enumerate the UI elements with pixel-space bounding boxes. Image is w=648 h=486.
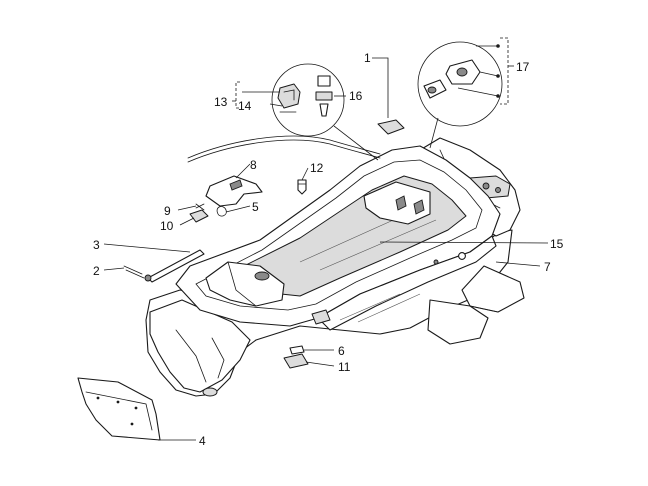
part-12-bolt[interactable] <box>297 179 307 195</box>
callout-11[interactable]: 11 <box>338 360 351 374</box>
drain-hole <box>202 387 218 397</box>
callout-15[interactable]: 15 <box>550 237 564 251</box>
part-5-clip[interactable] <box>216 206 227 217</box>
part-1-plate[interactable] <box>377 119 405 135</box>
part-3-rod[interactable] <box>147 249 205 283</box>
callout-14[interactable]: 14 <box>238 99 252 113</box>
tub-side-wall <box>317 235 497 331</box>
callout-16[interactable]: 16 <box>349 89 363 103</box>
part-9-screw[interactable] <box>195 203 205 211</box>
part-6-latch[interactable] <box>289 345 305 355</box>
leaders <box>103 37 549 441</box>
callout-13[interactable]: 13 <box>214 95 228 109</box>
part-10-nut[interactable] <box>189 209 209 223</box>
part-8-bracket[interactable] <box>205 175 263 207</box>
callout-17[interactable]: 17 <box>516 60 530 74</box>
callout-9[interactable]: 9 <box>164 204 171 218</box>
part-11-pad[interactable] <box>283 353 309 369</box>
callout-labels: 1 2 3 4 5 6 7 8 9 10 11 12 13 14 15 16 1… <box>93 51 564 448</box>
callout-2[interactable]: 2 <box>93 264 100 278</box>
cable <box>187 135 381 159</box>
helmet-compartment[interactable] <box>145 137 525 397</box>
callout-6[interactable]: 6 <box>338 344 345 358</box>
callout-10[interactable]: 10 <box>160 219 174 233</box>
callout-3[interactable]: 3 <box>93 238 100 252</box>
part-16-bolt <box>317 75 331 87</box>
callout-8[interactable]: 8 <box>250 158 257 172</box>
inset-group-17[interactable] <box>423 44 500 99</box>
part-2-screw[interactable] <box>123 265 145 279</box>
side-hole <box>458 252 466 260</box>
callout-4[interactable]: 4 <box>199 434 206 448</box>
callout-12[interactable]: 12 <box>310 161 324 175</box>
callout-7[interactable]: 7 <box>544 260 551 274</box>
part-4-panel[interactable] <box>77 377 161 441</box>
callout-5[interactable]: 5 <box>252 200 259 214</box>
inset-group-13[interactable] <box>277 75 333 117</box>
callout-1[interactable]: 1 <box>364 51 371 65</box>
rim-clip <box>311 309 331 325</box>
part-14-clamp <box>277 83 301 109</box>
front-lobe <box>149 299 251 393</box>
